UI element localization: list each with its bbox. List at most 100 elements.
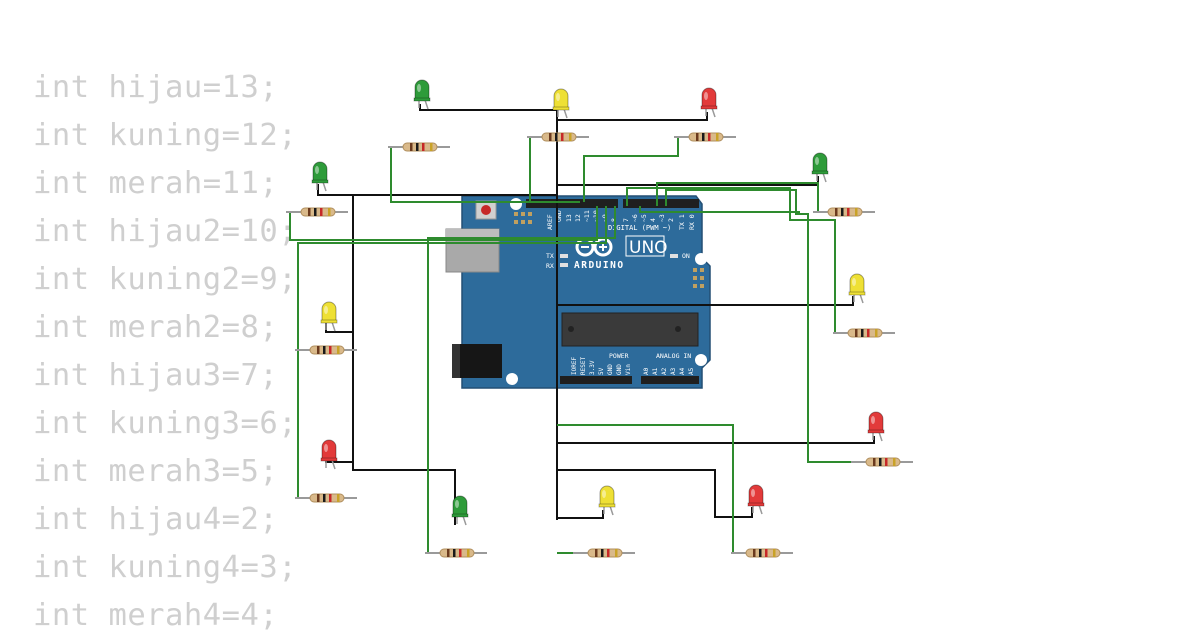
led-body — [321, 301, 337, 323]
pin-label: 2 — [667, 218, 675, 222]
resistor-band — [308, 208, 311, 216]
resistor[interactable] — [573, 548, 635, 558]
resistor-band — [459, 549, 462, 557]
resistor-band — [716, 133, 719, 141]
led-highlight — [556, 93, 560, 101]
resistor-band — [841, 208, 844, 216]
resistor-band — [555, 133, 558, 141]
resistor-band — [835, 208, 838, 216]
resistor[interactable] — [731, 548, 793, 558]
resistor-band — [422, 143, 425, 151]
code-line: int hijau4=2; — [33, 502, 279, 537]
resistor-band — [337, 494, 340, 502]
ground-wire — [352, 195, 456, 525]
resistor-band — [885, 458, 888, 466]
resistor-band — [855, 329, 858, 337]
mounting-hole — [506, 373, 518, 385]
dc-jack-edge — [452, 344, 460, 378]
resistor-band — [416, 143, 419, 151]
code-line: int hijau2=10; — [33, 214, 298, 249]
code-line: int merah2=8; — [33, 310, 279, 345]
resistor-band — [753, 549, 756, 557]
led-red[interactable] — [700, 87, 718, 118]
led-red[interactable] — [867, 411, 885, 442]
pin-label: A3 — [670, 367, 677, 375]
pin-label: 12 — [574, 214, 582, 222]
code-line: int kuning4=3; — [33, 550, 298, 585]
pin-label: ~11 — [583, 210, 591, 222]
bottom-pin-labels: IOREF RESET 3.3V 5V GND GND Vin A0 A1 A2… — [571, 357, 695, 375]
resistor[interactable] — [295, 493, 357, 503]
led-rim — [311, 179, 329, 184]
led-yellow[interactable] — [552, 88, 570, 119]
signal-wires — [289, 137, 866, 554]
led-body — [849, 273, 865, 295]
code-line: int merah3=5; — [33, 454, 279, 489]
led-green[interactable] — [413, 79, 431, 110]
led-green[interactable] — [451, 495, 469, 526]
arduino-uno-board[interactable]: UNO ARDUINO DIGITAL (PWM ~) TX RX ON POW… — [445, 195, 711, 389]
resistor-band — [873, 458, 876, 466]
led-highlight — [871, 416, 875, 424]
chip-dot — [675, 326, 681, 332]
resistor-band — [875, 329, 878, 337]
resistor-band — [329, 346, 332, 354]
code-line: int kuning2=9; — [33, 262, 298, 297]
led-highlight — [815, 157, 819, 165]
resistor[interactable] — [851, 457, 913, 467]
power-header — [560, 376, 632, 384]
led-body — [312, 161, 328, 183]
dc-power-jack — [452, 344, 502, 378]
resistor[interactable] — [674, 132, 736, 142]
led-lead — [322, 181, 327, 192]
gnd-label: GND — [555, 210, 563, 222]
pin-label: Vin — [625, 364, 632, 375]
signal-wire — [529, 137, 580, 203]
led-red[interactable] — [747, 484, 765, 515]
resistor-band — [867, 329, 870, 337]
icsp-header-right — [693, 268, 704, 288]
tx-led — [560, 254, 568, 258]
resistor-band — [607, 549, 610, 557]
signal-wire — [289, 206, 598, 241]
analog-label: ANALOG IN — [656, 352, 691, 360]
code-line: int hijau3=7; — [33, 358, 279, 393]
signal-wire — [390, 147, 570, 203]
signal-wire — [557, 424, 734, 553]
board-model: UNO — [629, 238, 668, 258]
led-rim — [598, 503, 616, 508]
ground-wire — [557, 510, 604, 519]
resistor[interactable] — [286, 207, 348, 217]
led-yellow[interactable] — [320, 301, 338, 332]
mounting-hole — [695, 253, 707, 265]
ground-wires — [317, 104, 875, 525]
led-green[interactable] — [311, 161, 329, 192]
led-green[interactable] — [811, 152, 829, 183]
led-yellow[interactable] — [848, 273, 866, 304]
resistor[interactable] — [425, 548, 487, 558]
led-lead — [859, 293, 864, 304]
led-body — [553, 88, 569, 110]
resistor-band — [320, 208, 323, 216]
led-body — [452, 495, 468, 517]
led-rim — [552, 106, 570, 111]
resistor[interactable] — [527, 132, 589, 142]
resistor[interactable] — [813, 207, 875, 217]
resistor-band — [595, 549, 598, 557]
resistor[interactable] — [295, 345, 357, 355]
chip-notch — [568, 326, 574, 332]
led-red[interactable] — [320, 439, 338, 470]
uno-box — [625, 235, 665, 257]
resistor-band — [759, 549, 762, 557]
icsp-header — [514, 212, 532, 224]
resistor-band — [323, 494, 326, 502]
resistor-band — [773, 549, 776, 557]
resistor[interactable] — [388, 142, 450, 152]
led-rim — [848, 291, 866, 296]
resistor[interactable] — [833, 328, 895, 338]
rx-led — [560, 263, 568, 267]
led-yellow[interactable] — [598, 485, 616, 516]
ground-wire — [557, 296, 854, 306]
led-highlight — [324, 444, 328, 452]
